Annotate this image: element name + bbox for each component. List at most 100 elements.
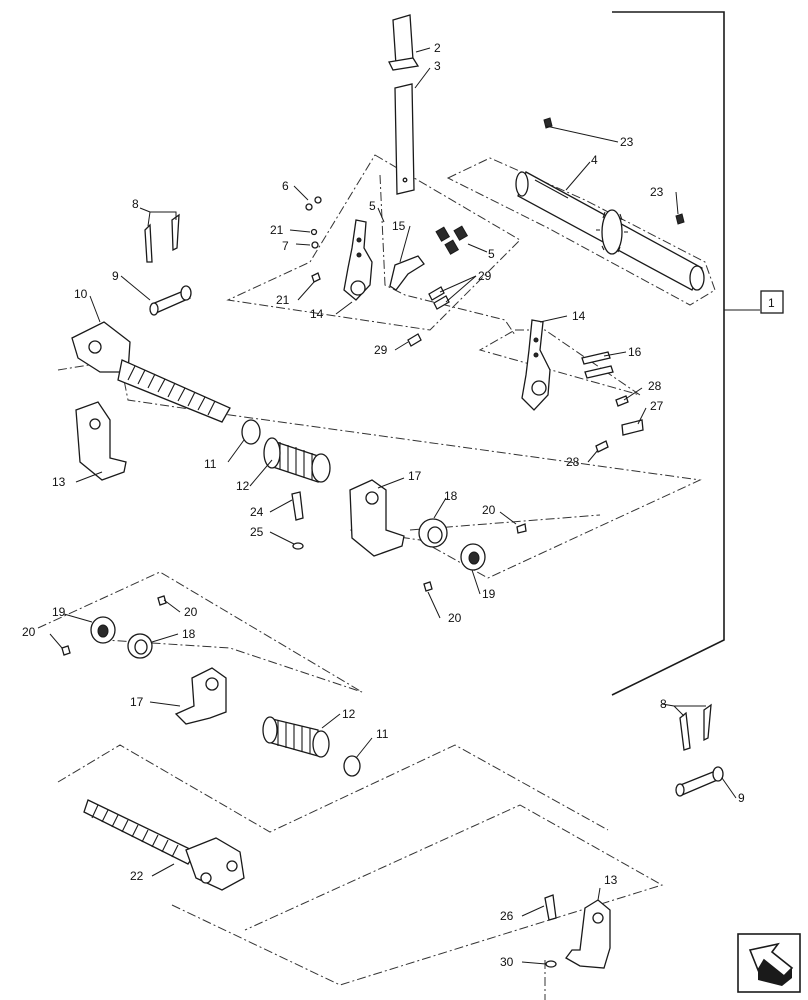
set-screw — [305, 203, 313, 211]
callout-26: 26 — [500, 909, 514, 923]
assembly-callout-box — [760, 290, 784, 314]
phantom-line — [57, 744, 609, 833]
callout-2: 2 — [434, 41, 441, 55]
callout-25: 25 — [250, 525, 264, 539]
callout-11: 11 — [204, 457, 217, 471]
cotter-pin — [144, 223, 153, 263]
bracket-upper — [75, 401, 127, 481]
spring — [435, 226, 451, 242]
clevis-pin-upper — [149, 285, 192, 316]
phantom-line — [409, 514, 601, 531]
callout-8: 8 — [660, 697, 667, 711]
callout-12: 12 — [236, 479, 250, 493]
bolt — [621, 419, 644, 436]
callout-18: 18 — [444, 489, 458, 503]
arrow-icon — [737, 933, 801, 993]
washer-25 — [292, 542, 304, 550]
lever-sleeve — [388, 14, 420, 71]
cotter-pin — [679, 711, 691, 751]
assembly-bracket — [611, 11, 725, 696]
callout-29: 29 — [374, 343, 388, 357]
bolt — [584, 365, 614, 379]
callout-3: 3 — [434, 59, 441, 73]
leader-lines — [49, 47, 737, 965]
pin-20 — [61, 645, 71, 656]
callout-18: 18 — [182, 627, 196, 641]
callout-4: 4 — [591, 153, 598, 167]
callout-11: 11 — [376, 727, 389, 741]
bushing-upper-inner — [427, 526, 443, 544]
set-screw — [314, 196, 322, 204]
callout-27: 27 — [650, 399, 664, 413]
callout-17: 17 — [408, 469, 422, 483]
set-screw — [311, 241, 319, 249]
callout-20: 20 — [22, 625, 36, 639]
callout-19: 19 — [52, 605, 66, 619]
nut — [543, 117, 553, 129]
callout-15: 15 — [392, 219, 406, 233]
mount-bracket-lower — [174, 667, 227, 725]
callout-16: 16 — [628, 345, 642, 359]
snap-ring-lower — [343, 755, 361, 777]
bolt-24 — [291, 491, 304, 521]
clevis-rod-upper — [71, 321, 231, 423]
clevis-rod-lower — [83, 799, 245, 891]
clevis-pin-lower — [675, 766, 724, 797]
pin-20 — [423, 581, 433, 592]
callout-23: 23 — [650, 185, 664, 199]
lock-plate-left — [343, 219, 373, 301]
assembly-callout-label: 1 — [768, 296, 775, 310]
callout-20: 20 — [482, 503, 496, 517]
spring — [453, 225, 469, 241]
roll-pin — [407, 333, 422, 347]
callout-13: 13 — [604, 873, 618, 887]
phantom-line — [37, 571, 363, 693]
roll-pin — [615, 395, 629, 407]
callout-12: 12 — [342, 707, 356, 721]
callout-28: 28 — [566, 455, 580, 469]
callout-9: 9 — [112, 269, 119, 283]
nut — [675, 213, 685, 225]
roll-pin — [433, 295, 450, 310]
callout-20: 20 — [184, 605, 198, 619]
callout-28: 28 — [648, 379, 662, 393]
callout-21: 21 — [276, 293, 290, 307]
cotter-pin — [703, 703, 712, 742]
cotter-pin — [171, 213, 180, 252]
snap-ring-upper — [241, 419, 261, 445]
callout-7: 7 — [282, 239, 289, 253]
spring — [444, 239, 460, 255]
callout-24: 24 — [250, 505, 264, 519]
phantom-line — [171, 804, 664, 986]
bolt — [581, 351, 611, 365]
callout-6: 6 — [282, 179, 289, 193]
bracket-lower — [565, 899, 611, 969]
callout-8: 8 — [132, 197, 139, 211]
pin-20 — [516, 523, 527, 534]
callout-14: 14 — [572, 309, 586, 323]
roll-pin — [595, 440, 609, 453]
phantom-line — [226, 154, 521, 331]
washer-30 — [545, 960, 557, 968]
callout-10: 10 — [74, 287, 88, 301]
callout-20: 20 — [448, 611, 462, 625]
callout-14: 14 — [310, 307, 324, 321]
callout-29: 29 — [478, 269, 492, 283]
mount-bracket-upper — [349, 479, 405, 557]
cam-lever — [389, 255, 425, 291]
phantom-line — [446, 157, 716, 306]
callout-5: 5 — [369, 199, 376, 213]
bellows-lower — [262, 716, 330, 758]
lock-plate-right — [521, 319, 551, 411]
set-screw — [310, 228, 318, 236]
phantom-line — [478, 329, 641, 396]
callout-19: 19 — [482, 587, 496, 601]
bellows-upper — [263, 437, 331, 483]
lever-rod — [394, 83, 415, 195]
bushing-lower-inner — [134, 639, 148, 655]
pin-20 — [157, 595, 167, 606]
callout-labels: 2 3 4 5 5 6 7 8 8 9 9 10 11 11 12 12 13 … — [22, 41, 745, 969]
callout-13: 13 — [52, 475, 66, 489]
bearing-upper-inner — [468, 551, 480, 565]
